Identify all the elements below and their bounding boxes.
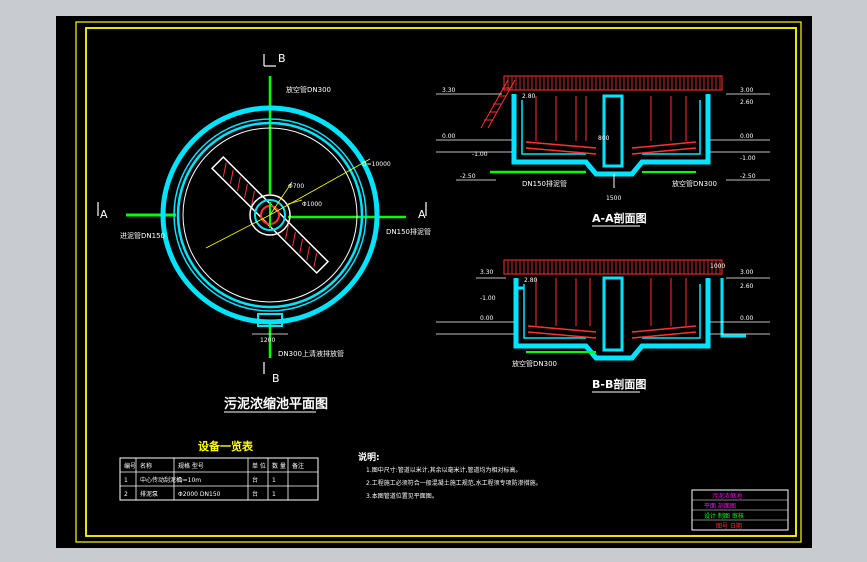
- aa-title: A-A剖面图: [592, 211, 647, 225]
- bb-label-pipe: 放空管DN300: [512, 359, 557, 368]
- section-mark-b-top: B: [278, 52, 286, 65]
- aa-elev-left-top: 3.30: [442, 87, 456, 94]
- note-item: 2.工程施工必须符合一般混凝土施工规范,水工程须专项防渗措施。: [366, 479, 542, 487]
- inner-frame: [85, 27, 797, 537]
- cad-drawing: B B A A 放空管DN300 进泥管DN150 DN150排泥管 DN300…: [75, 21, 802, 543]
- equipment-cell: 1: [272, 491, 276, 498]
- equipment-cell: 排泥泵: [140, 490, 158, 498]
- equipment-header: 名称: [140, 462, 152, 470]
- center-well: [254, 199, 286, 231]
- equipment-cell: Φ2000 DN150: [178, 491, 221, 498]
- aa-dim-bottom: 1500: [606, 195, 621, 202]
- note-item: 3.本图管道位置见平面图。: [366, 492, 438, 500]
- label-inlet: 进泥管DN150: [120, 231, 165, 240]
- bb-elev-left-bottom: -1.00: [480, 295, 496, 302]
- equipment-cell: 2: [124, 491, 128, 498]
- outer-frame: [75, 21, 802, 543]
- equipment-table: [119, 457, 319, 501]
- note-item: 1.图中尺寸:管道以米计,其余以毫米计,管道均为相对标高。: [366, 466, 522, 474]
- section-bb: [436, 259, 770, 361]
- drawing-sheet: B B A A 放空管DN300 进泥管DN150 DN150排泥管 DN300…: [56, 16, 812, 548]
- label-outlet: DN150排泥管: [386, 227, 431, 236]
- bb-elev-left-mid: 2.80: [524, 277, 538, 284]
- bb-elev-left-top: 3.30: [480, 269, 494, 276]
- tb-line2: 平面 剖面图: [704, 502, 736, 510]
- outer-wall: [160, 105, 380, 325]
- bb-tank-wall: [513, 278, 711, 361]
- ring-1: [173, 118, 367, 312]
- aa-dim-center: 800: [598, 135, 610, 142]
- bb-elev-right-mid: 2.60: [740, 283, 754, 290]
- aa-elev-left-ground: 0.00: [442, 133, 456, 140]
- equipment-cell: 中心传动刮泥机: [140, 476, 182, 484]
- section-aa: [436, 75, 770, 188]
- aa-elev-right-mid: 2.60: [740, 99, 754, 106]
- aa-center-column: [602, 94, 624, 168]
- dim-bottom: 1200: [260, 337, 275, 344]
- aa-elev-left-mid: 2.80: [522, 93, 536, 100]
- aa-tank-wall: [511, 94, 711, 177]
- equipment-cell: 台: [252, 490, 258, 498]
- equipment-cell: 台: [252, 476, 258, 484]
- bb-elev-right-top: 3.00: [740, 269, 754, 276]
- equipment-cell: 1: [272, 477, 276, 484]
- title-block: [691, 489, 789, 531]
- bb-elev-left-ground: 0.00: [480, 315, 494, 322]
- tb-line1: 污泥浓缩池: [712, 492, 742, 500]
- aa-label-pipe-right: 放空管DN300: [672, 179, 717, 188]
- dim-inner: Φ1000: [302, 201, 322, 208]
- equipment-header: 备注: [292, 462, 304, 470]
- bb-elev-right-ground: 0.00: [740, 315, 754, 322]
- bb-dim-top: 1000: [710, 263, 725, 270]
- dim-diameter: D=10000: [362, 161, 391, 168]
- sump-box: [257, 313, 283, 327]
- ring-3: [182, 127, 358, 303]
- dim-leader-diameter: [269, 158, 371, 216]
- aa-elev-right-bottom: -2.50: [740, 173, 756, 180]
- aa-elev-left-low: -1.00: [472, 151, 488, 158]
- section-mark-a-left: A: [100, 208, 108, 221]
- equipment-header: 数 量: [272, 462, 286, 470]
- ring-2: [176, 121, 364, 309]
- section-mark-b-bottom: B: [272, 372, 280, 385]
- equipment-header: 编号: [124, 462, 136, 470]
- bb-title: B-B剖面图: [592, 377, 646, 391]
- aa-elev-right-low: -1.00: [740, 155, 756, 162]
- equipment-title: 设备一览表: [198, 439, 254, 453]
- dim-center: Φ700: [288, 183, 304, 190]
- section-mark-a-right: A: [418, 208, 426, 221]
- aa-label-pipe-left: DN150排泥管: [522, 179, 567, 188]
- equipment-header: 单 位: [252, 462, 266, 470]
- equipment-cell: 1: [124, 477, 128, 484]
- label-drain-top: 放空管DN300: [286, 85, 331, 94]
- plan-title: 污泥浓缩池平面图: [224, 396, 328, 412]
- notes-title: 说明:: [358, 451, 380, 463]
- plan-view: [97, 54, 427, 374]
- tb-line4: 图号 日期: [716, 522, 742, 530]
- center-well-outer: [249, 194, 291, 236]
- aa-elev-left-bottom: -2.50: [460, 173, 476, 180]
- label-supernatant: DN300上清液排放管: [278, 349, 344, 358]
- equipment-cell: D=10m: [178, 477, 201, 484]
- tb-line3: 设计 制图 审核: [704, 512, 744, 520]
- aa-elev-right-ground: 0.00: [740, 133, 754, 140]
- aa-elev-right-top: 3.00: [740, 87, 754, 94]
- equipment-header: 规格 型号: [178, 462, 204, 470]
